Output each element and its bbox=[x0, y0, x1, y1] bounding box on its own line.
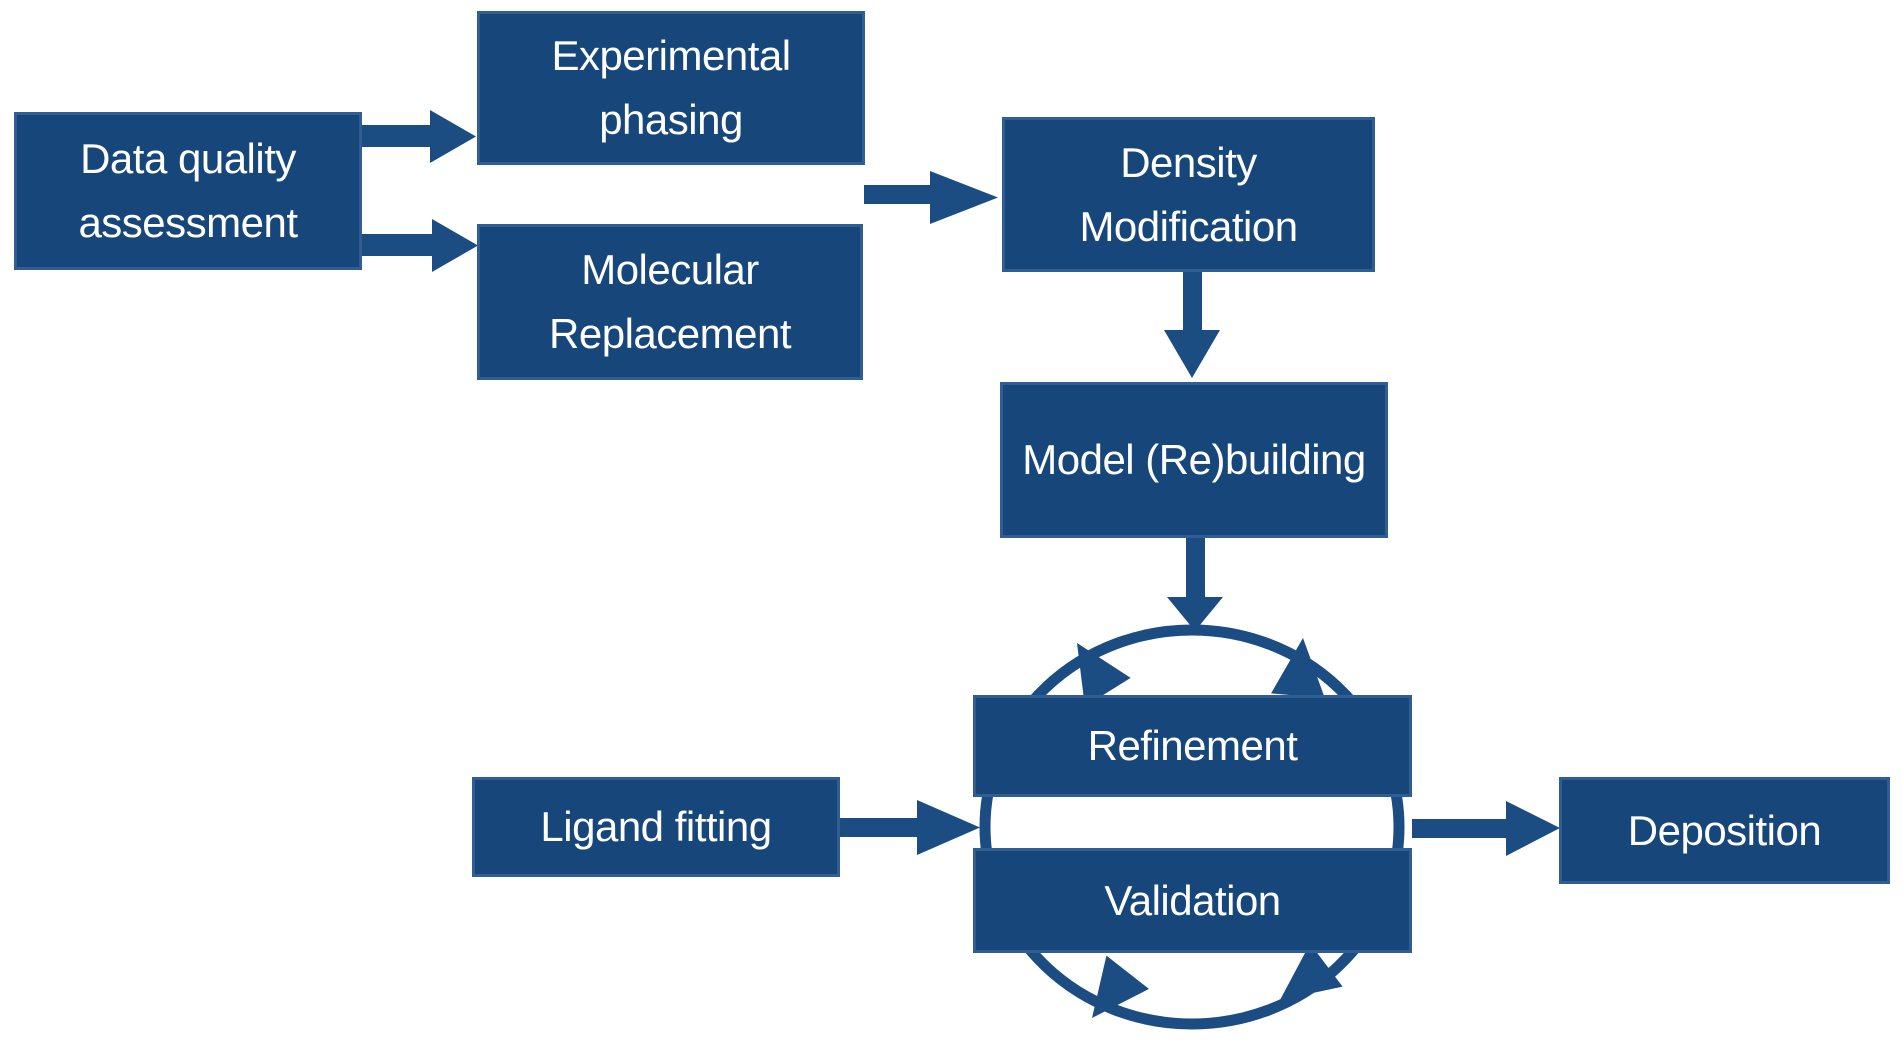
cycle-arrowhead-top-right-icon bbox=[1271, 638, 1325, 699]
cycle-ring bbox=[979, 624, 1405, 1030]
arrow-ligand-fitting-to-cycle bbox=[840, 800, 980, 855]
cycle-arrowhead-bottom-right-icon bbox=[1280, 943, 1343, 1000]
cycle-arrowhead-bottom-left-icon bbox=[1092, 955, 1149, 1018]
node-ligand-fitting: Ligand fitting bbox=[472, 777, 840, 877]
arrow-dqa-to-experimental-phasing bbox=[362, 110, 476, 163]
node-data-quality-assessment: Data quality assessment bbox=[14, 112, 362, 270]
node-molecular-replacement: Molecular Replacement bbox=[477, 224, 863, 380]
arrow-phasing-to-density-modification bbox=[864, 171, 998, 224]
node-experimental-phasing: Experimental phasing bbox=[477, 11, 865, 165]
arrow-dqa-to-molecular-replacement bbox=[362, 219, 478, 272]
node-validation: Validation bbox=[973, 848, 1412, 953]
arrow-cycle-to-deposition bbox=[1412, 801, 1560, 856]
node-deposition: Deposition bbox=[1559, 777, 1890, 884]
node-model-rebuilding: Model (Re)building bbox=[1000, 382, 1388, 538]
arrow-density-to-model-rebuilding bbox=[1164, 272, 1220, 378]
node-density-modification: Density Modification bbox=[1002, 117, 1375, 272]
node-refinement: Refinement bbox=[973, 695, 1412, 797]
arrow-model-rebuilding-to-cycle bbox=[1167, 538, 1223, 631]
